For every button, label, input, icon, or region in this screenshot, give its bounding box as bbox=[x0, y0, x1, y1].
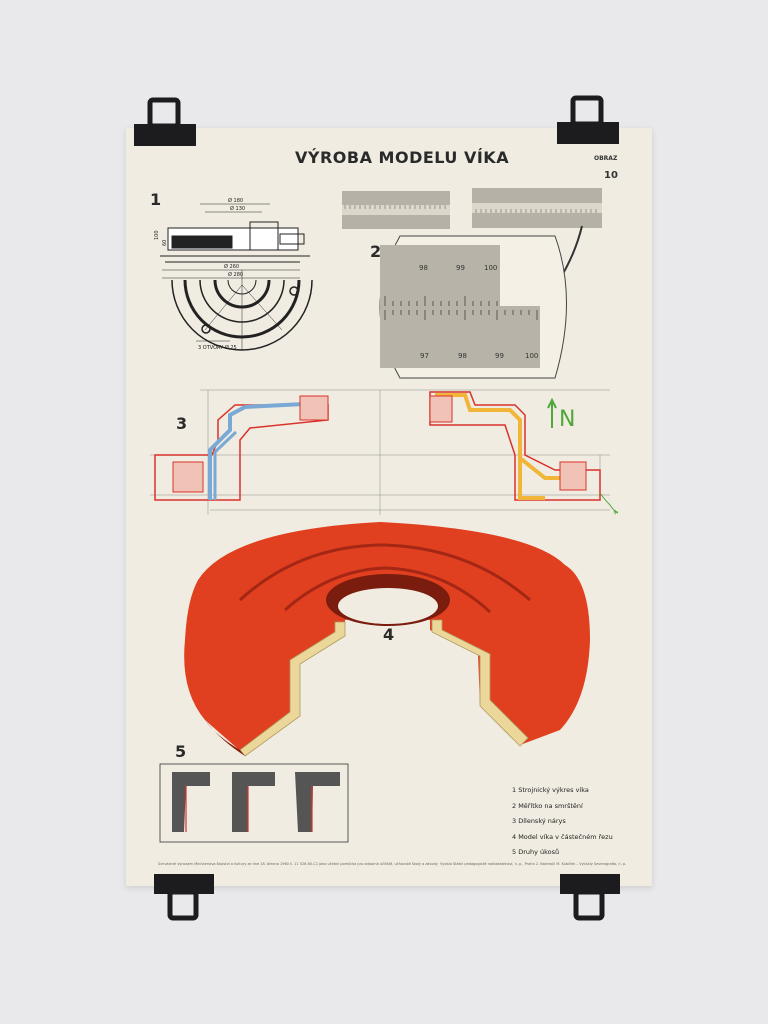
figure-number: 10 bbox=[604, 170, 618, 181]
legend-item-3: 3 Dílenský nárys bbox=[512, 817, 566, 825]
footer-left: Schválené výnosem Ministerstva školství … bbox=[158, 862, 438, 866]
dim-130: Ø 130 bbox=[230, 205, 245, 212]
scale-bot-99: 99 bbox=[495, 352, 504, 360]
scale-bot-97: 97 bbox=[420, 352, 429, 360]
part-number-4: 4 bbox=[383, 625, 395, 644]
poster-title: VÝROBA MODELU VÍKA bbox=[295, 148, 510, 167]
scale-top-98: 98 bbox=[419, 264, 428, 272]
legend: 1 Strojnický výkres víka 2 Měřítko na sm… bbox=[512, 783, 613, 861]
svg-text:*: * bbox=[613, 509, 618, 520]
scale-strips-top bbox=[342, 188, 602, 229]
scale-bot-100: 100 bbox=[525, 352, 538, 360]
part-number-3: 3 bbox=[176, 414, 188, 433]
magnified-lens: 98 99 100 97 98 99 100 bbox=[379, 235, 567, 379]
dim-holes: 3 OTVORY Ø 25 bbox=[198, 344, 237, 351]
obraz-label: OBRAZ bbox=[594, 155, 618, 162]
dim-100: 100 bbox=[154, 230, 160, 240]
legend-item-2: 2 Měřítko na smrštění bbox=[512, 801, 583, 810]
scale-top-99: 99 bbox=[456, 264, 465, 272]
legend-item-4: 4 Model víka v částečném řezu bbox=[512, 832, 613, 841]
legend-item-1: 1 Strojnický výkres víka bbox=[512, 786, 589, 794]
dim-260: Ø 260 bbox=[224, 263, 239, 270]
footer-right: Vydalo Státní pedagogické nakladatelství… bbox=[440, 862, 627, 866]
part-number-5: 5 bbox=[175, 742, 187, 761]
dim-60: 60 bbox=[162, 240, 168, 246]
dim-180: Ø 180 bbox=[228, 197, 243, 204]
arrow-up-icon bbox=[547, 397, 557, 428]
legend-item-5: 5 Druhy úkosů bbox=[512, 848, 560, 856]
dim-280: Ø 280 bbox=[228, 271, 243, 278]
n-letter: N bbox=[559, 407, 575, 432]
scale-bot-98: 98 bbox=[458, 352, 467, 360]
part-number-2: 2 bbox=[370, 242, 382, 261]
scale-top-100: 100 bbox=[484, 264, 497, 272]
part-number-1: 1 bbox=[150, 190, 162, 209]
